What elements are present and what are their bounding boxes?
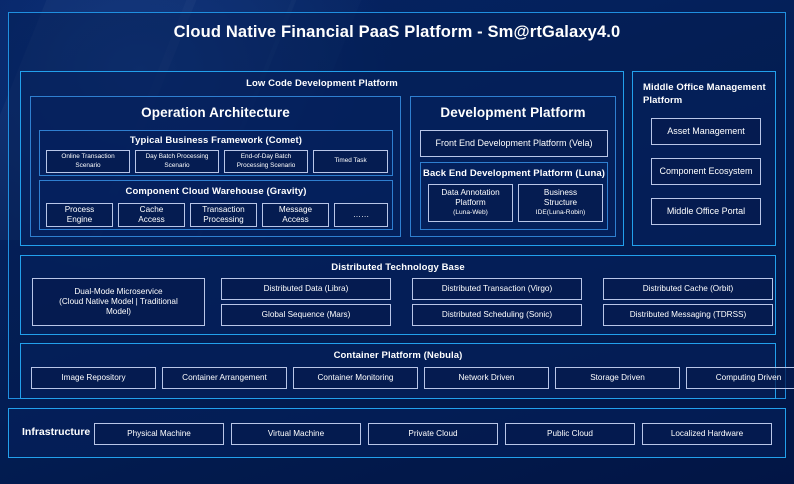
typical-business-framework-title: Typical Business Framework (Comet) (129, 135, 303, 146)
chip-cache-access[interactable]: Cache Access (118, 203, 185, 227)
chip-line-1: Process (64, 205, 95, 214)
middle-office-platform-title: Middle Office Management Platform (643, 82, 766, 106)
chip-computing-driven[interactable]: Computing Driven (686, 367, 794, 389)
infrastructure-label: Infrastructure (22, 426, 91, 438)
chip-process-engine[interactable]: Process Engine (46, 203, 113, 227)
chip-private-cloud[interactable]: Private Cloud (368, 423, 498, 445)
component-cloud-warehouse-title: Component Cloud Warehouse (Gravity) (125, 186, 307, 197)
chip-distributed-scheduling[interactable]: Distributed Scheduling (Sonic) (412, 304, 582, 326)
chip-message-access[interactable]: Message Access (262, 203, 329, 227)
chip-distributed-transaction[interactable]: Distributed Transaction (Virgo) (412, 278, 582, 300)
chip-dual-mode-microservice[interactable]: Dual-Mode Microservice (Cloud Native Mod… (32, 278, 205, 326)
chip-container-monitoring[interactable]: Container Monitoring (293, 367, 418, 389)
back-end-development-platform-title: Back End Development Platform (Luna) (422, 168, 606, 179)
chip-line-2: Processing (203, 215, 244, 224)
chip-distributed-messaging[interactable]: Distributed Messaging (TDRSS) (603, 304, 773, 326)
chip-line-2: Engine (66, 215, 93, 224)
chip-public-cloud[interactable]: Public Cloud (505, 423, 635, 445)
low-code-platform-title: Low Code Development Platform (246, 78, 398, 89)
chip-asset-management[interactable]: Asset Management (651, 118, 761, 145)
chip-line-1: Business (543, 188, 578, 197)
middle-office-management-platform-panel: Middle Office Management Platform Asset … (632, 71, 776, 246)
chip-image-repository[interactable]: Image Repository (31, 367, 156, 389)
chip-line-1: Transaction (202, 205, 245, 214)
platform-outer-frame: Cloud Native Financial PaaS Platform - S… (8, 12, 794, 399)
chip-container-arrangement[interactable]: Container Arrangement (162, 367, 287, 389)
chip-line-2: Access (138, 215, 165, 224)
chip-localized-hardware[interactable]: Localized Hardware (642, 423, 772, 445)
operation-architecture-title: Operation Architecture (141, 105, 290, 120)
chip-business-structure-ide[interactable]: Business Structure IDE(Luna-Robin) (518, 184, 603, 222)
chip-more-ellipsis[interactable]: …… (334, 203, 388, 227)
low-code-development-platform-panel: Low Code Development Platform Operation … (20, 71, 624, 246)
chip-line-2: (Cloud Native Model | Traditional (59, 297, 178, 306)
chip-line-1: Message (278, 205, 313, 214)
chip-line-3: (Luna-Web) (453, 209, 488, 216)
component-cloud-warehouse-panel: Component Cloud Warehouse (Gravity) Proc… (39, 180, 393, 230)
page-title: Cloud Native Financial PaaS Platform - S… (173, 23, 621, 41)
development-platform-title: Development Platform (440, 105, 586, 120)
chip-physical-machine[interactable]: Physical Machine (94, 423, 224, 445)
operation-architecture-panel: Operation Architecture Typical Business … (30, 96, 401, 237)
chip-line-3: Model) (105, 307, 131, 316)
chip-line-2: Structure (543, 198, 578, 207)
chip-virtual-machine[interactable]: Virtual Machine (231, 423, 361, 445)
chip-online-transaction-scenario[interactable]: Online Transaction Scenario (46, 150, 130, 173)
chip-network-driven[interactable]: Network Driven (424, 367, 549, 389)
chip-line-2: Platform (455, 198, 486, 207)
back-end-development-platform-panel: Back End Development Platform (Luna) Dat… (420, 162, 608, 230)
distributed-technology-base-title: Distributed Technology Base (331, 262, 465, 273)
chip-line-1: Dual-Mode Microservice (74, 287, 163, 296)
infrastructure-panel: Infrastructure Physical Machine Virtual … (8, 408, 786, 458)
chip-day-batch-processing-scenario[interactable]: Day Batch Processing Scenario (135, 150, 219, 173)
development-platform-panel: Development Platform Front End Developme… (410, 96, 616, 237)
chip-line-2: Access (282, 215, 309, 224)
chip-timed-task[interactable]: Timed Task (313, 150, 388, 173)
chip-line-1: Data Annotation (441, 188, 500, 197)
container-platform-title: Container Platform (Nebula) (333, 350, 463, 361)
container-platform-panel: Container Platform (Nebula) Image Reposi… (20, 343, 794, 399)
chip-transaction-processing[interactable]: Transaction Processing (190, 203, 257, 227)
chip-storage-driven[interactable]: Storage Driven (555, 367, 680, 389)
chip-global-sequence[interactable]: Global Sequence (Mars) (221, 304, 391, 326)
chip-middle-office-portal[interactable]: Middle Office Portal (651, 198, 761, 225)
chip-front-end-development-platform[interactable]: Front End Development Platform (Vela) (420, 130, 608, 157)
distributed-technology-base-panel: Distributed Technology Base Dual-Mode Mi… (20, 255, 776, 335)
typical-business-framework-panel: Typical Business Framework (Comet) Onlin… (39, 130, 393, 176)
chip-component-ecosystem[interactable]: Component Ecosystem (651, 158, 761, 185)
chip-distributed-data[interactable]: Distributed Data (Libra) (221, 278, 391, 300)
chip-line-3: IDE(Luna-Robin) (535, 209, 586, 216)
chip-data-annotation-platform[interactable]: Data Annotation Platform (Luna-Web) (428, 184, 513, 222)
chip-distributed-cache[interactable]: Distributed Cache (Orbit) (603, 278, 773, 300)
chip-end-of-day-batch-processing-scenario[interactable]: End-of-Day Batch Processing Scenario (224, 150, 308, 173)
chip-line-1: Cache (139, 205, 164, 214)
